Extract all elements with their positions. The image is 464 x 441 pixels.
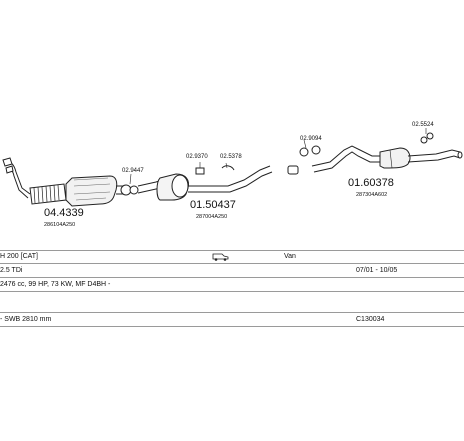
part-number-catalyst: 04.4339	[44, 207, 84, 219]
body-type: Van	[284, 253, 296, 260]
part-oem-rear-silencer: 287304A602	[356, 192, 387, 198]
ref-hanger-b: 02.9370	[186, 154, 208, 160]
ref-hanger-d: 02.9094	[300, 136, 322, 142]
hanger-d	[287, 139, 321, 175]
rear-pipe-silencer	[311, 128, 463, 173]
vehicle-model: H 200 [CAT]	[0, 253, 38, 260]
table-divider	[0, 250, 464, 251]
ref-clamp-a: 02.9447	[122, 168, 144, 174]
wheelbase: - SWB 2810 mm	[0, 316, 52, 323]
part-oem-middle-silencer: 287004A250	[196, 214, 227, 220]
table-divider	[0, 291, 464, 292]
engine: 2.5 TDi	[0, 267, 23, 274]
middle-pipe-silencer	[137, 162, 273, 201]
table-divider	[0, 312, 464, 313]
part-number-rear-silencer: 01.60378	[348, 177, 394, 189]
table-divider	[0, 326, 464, 327]
catalogue-code: C130034	[356, 316, 385, 323]
front-pipe-catalyst	[2, 157, 124, 207]
production-dates: 07/01 - 10/05	[356, 267, 398, 274]
ref-hanger-e: 02.5524	[412, 122, 434, 128]
engine-specs: 2476 cc, 99 HP, 73 KW, MF D4BH -	[0, 281, 111, 288]
part-oem-catalyst: 286104A250	[44, 222, 75, 228]
table-divider	[0, 263, 464, 264]
ref-hanger-c: 02.5378	[220, 154, 242, 160]
part-number-middle-silencer: 01.50437	[190, 199, 236, 211]
clamp-a	[120, 173, 139, 196]
table-divider	[0, 277, 464, 278]
van-side-icon	[212, 251, 230, 265]
